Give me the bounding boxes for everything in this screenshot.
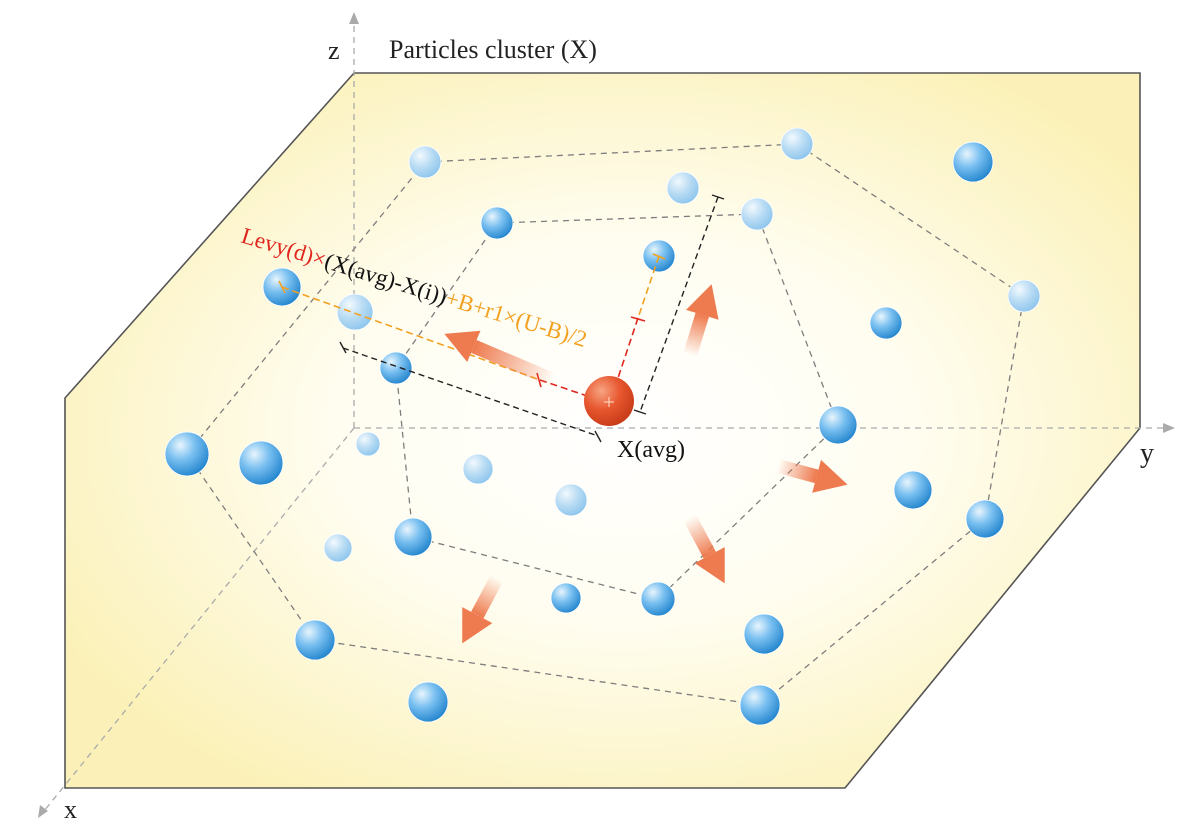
particles: [164, 127, 1041, 726]
best-particle-cross: [604, 397, 614, 407]
center-label: X(avg): [617, 437, 685, 463]
movement-arrows: [444, 284, 848, 644]
x-axis-label: x: [64, 795, 77, 824]
axes: [39, 14, 1172, 817]
diagram-title: Particles cluster (X): [389, 35, 597, 64]
z-axis-label: z: [328, 36, 340, 65]
axis-arrowheads: [38, 12, 1175, 818]
plane: [64, 72, 1141, 789]
dimension-lines: [339, 194, 725, 443]
y-axis-label: y: [1140, 438, 1154, 469]
